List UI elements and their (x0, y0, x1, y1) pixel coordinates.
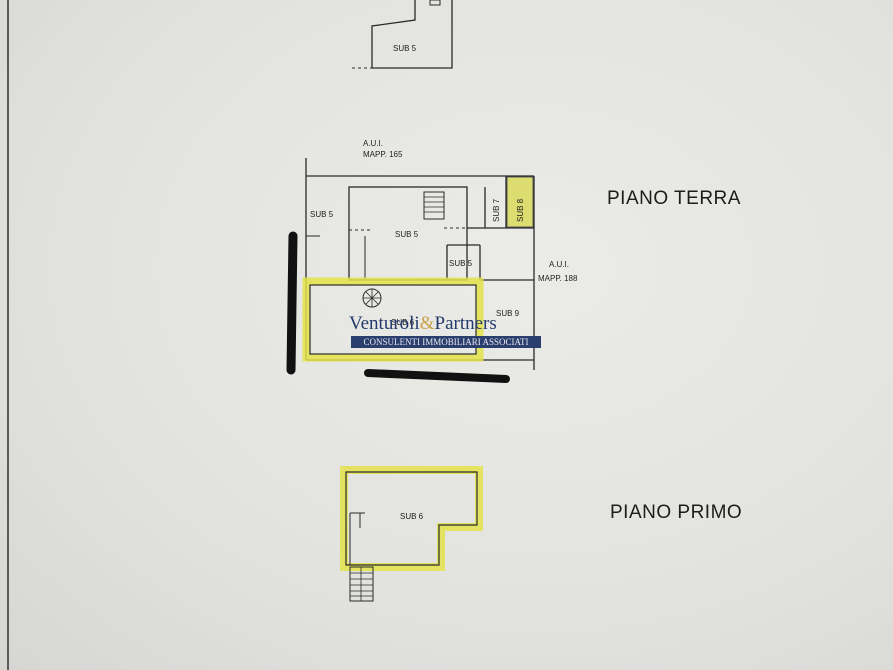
east-neighbor-line1: A.U.I. (549, 260, 569, 269)
top-unit-label: SUB 5 (393, 44, 417, 53)
piano-primo-title: PIANO PRIMO (610, 502, 743, 523)
ground-floor-plan (305, 158, 535, 370)
top-unit (352, 0, 453, 69)
watermark-name-part2: Partners (434, 313, 497, 334)
binding-edge (7, 0, 9, 670)
south-wall (364, 369, 510, 383)
north-neighbor-line1: A.U.I. (363, 139, 383, 148)
room-sub6-first: SUB 6 (400, 512, 424, 521)
west-wall (286, 231, 298, 375)
room-sub5-center: SUB 5 (395, 230, 419, 239)
room-sub9: SUB 9 (496, 309, 520, 318)
east-neighbor-line2: MAPP. 188 (538, 274, 578, 283)
watermark-name: Venturoli&Partners (349, 313, 497, 335)
agency-watermark: Venturoli&Partners CONSULENTI IMMOBILIAR… (347, 313, 545, 353)
first-floor-plan (340, 466, 483, 602)
sub6-ground-highlight (302, 277, 484, 362)
room-sub8: SUB 8 (516, 198, 525, 222)
room-sub5-small: SUB 5 (449, 259, 473, 268)
room-sub6-ground: SUB 6 (391, 318, 415, 327)
room-sub5-west: SUB 5 (310, 210, 334, 219)
watermark-tagline: CONSULENTI IMMOBILIARI ASSOCIATI (351, 336, 541, 348)
room-sub7: SUB 7 (492, 198, 501, 222)
north-neighbor-line2: MAPP. 165 (363, 150, 403, 159)
piano-terra-title: PIANO TERRA (607, 188, 741, 209)
watermark-ampersand: & (419, 313, 435, 334)
watermark-name-part1: Venturoli (349, 313, 420, 334)
sub8-highlight (506, 176, 534, 228)
